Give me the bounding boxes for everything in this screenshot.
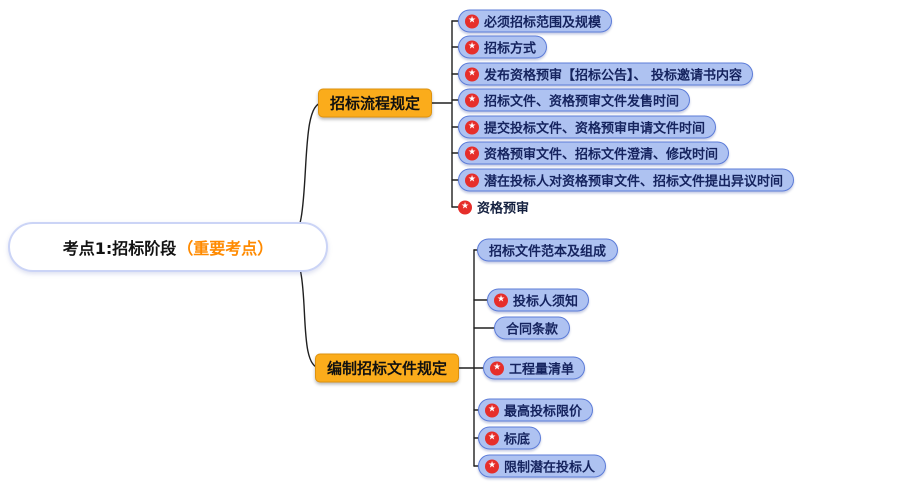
subtopic-label: 合同条款 <box>506 322 559 338</box>
subtopic-label: 最高投标限价 <box>504 404 583 420</box>
star-icon: ★ <box>485 431 499 445</box>
star-icon: ★ <box>494 293 508 307</box>
subtopic-label: 招标文件范本及组成 <box>489 244 607 260</box>
star-icon: ★ <box>465 173 479 187</box>
subtopic[interactable]: ★ 资格预审文件、招标文件澄清、修改时间 <box>458 141 730 165</box>
star-icon: ★ <box>465 14 479 28</box>
star-icon: ★ <box>490 361 504 375</box>
subtopic[interactable]: 招标文件范本及组成 <box>477 238 619 262</box>
subtopic[interactable]: ★ 招标文件、资格预审文件发售时间 <box>458 88 691 112</box>
subtopic[interactable]: ★ 招标方式 <box>458 35 548 59</box>
root-topic[interactable]: 考点1:招标阶段（重要考点） <box>8 222 328 272</box>
subtopic[interactable]: ★ 工程量清单 <box>483 356 586 380</box>
subtopic[interactable]: ★ 限制潜在投标人 <box>478 454 607 478</box>
subtopic[interactable]: ★ 潜在投标人对资格预审文件、招标文件提出异议时间 <box>458 168 795 192</box>
subtopic[interactable]: ★ 投标人须知 <box>487 288 590 312</box>
subtopic-label: 工程量清单 <box>509 362 575 378</box>
subtopic[interactable]: ★ 必须招标范围及规模 <box>458 9 613 33</box>
subtopic-label: 招标文件、资格预审文件发售时间 <box>484 94 680 110</box>
root-topic-label: 考点1:招标阶段 <box>62 239 177 258</box>
subtopic-label: 限制潜在投标人 <box>504 460 596 476</box>
root-topic-highlight: （重要考点） <box>177 239 274 258</box>
subtopic-label: 发布资格预审【招标公告】、 投标邀请书内容 <box>484 68 743 84</box>
subtopic-label: 提交投标文件、资格预审申请文件时间 <box>484 121 706 137</box>
star-icon: ★ <box>465 93 479 107</box>
star-icon: ★ <box>458 200 472 214</box>
subtopic-label: 投标人须知 <box>513 294 579 310</box>
branch-topic-label: 招标流程规定 <box>330 94 421 113</box>
subtopic[interactable]: ★ 提交投标文件、资格预审申请文件时间 <box>458 115 717 139</box>
subtopic-label: 潜在投标人对资格预审文件、招标文件提出异议时间 <box>484 174 784 190</box>
branch-topic-document-prep[interactable]: 编制招标文件规定 <box>315 353 460 383</box>
star-icon: ★ <box>465 67 479 81</box>
subtopic-label: 必须招标范围及规模 <box>484 15 602 31</box>
subtopic[interactable]: 合同条款 <box>494 316 571 340</box>
star-icon: ★ <box>465 40 479 54</box>
branch-topic-bidding-process[interactable]: 招标流程规定 <box>318 88 433 118</box>
subtopic[interactable]: ★ 发布资格预审【招标公告】、 投标邀请书内容 <box>458 62 754 86</box>
star-icon: ★ <box>485 459 499 473</box>
star-icon: ★ <box>465 120 479 134</box>
subtopic-label: 标底 <box>504 432 531 448</box>
subtopic-label: 资格预审文件、招标文件澄清、修改时间 <box>484 147 719 163</box>
branch-topic-label: 编制招标文件规定 <box>327 359 448 378</box>
subtopic-label: 资格预审 <box>477 201 530 217</box>
subtopic[interactable]: ★ 标底 <box>478 426 542 450</box>
subtopic[interactable]: ★ 资格预审 <box>458 198 529 217</box>
subtopic-label: 招标方式 <box>484 41 537 57</box>
star-icon: ★ <box>485 403 499 417</box>
star-icon: ★ <box>465 146 479 160</box>
subtopic[interactable]: ★ 最高投标限价 <box>478 398 594 422</box>
